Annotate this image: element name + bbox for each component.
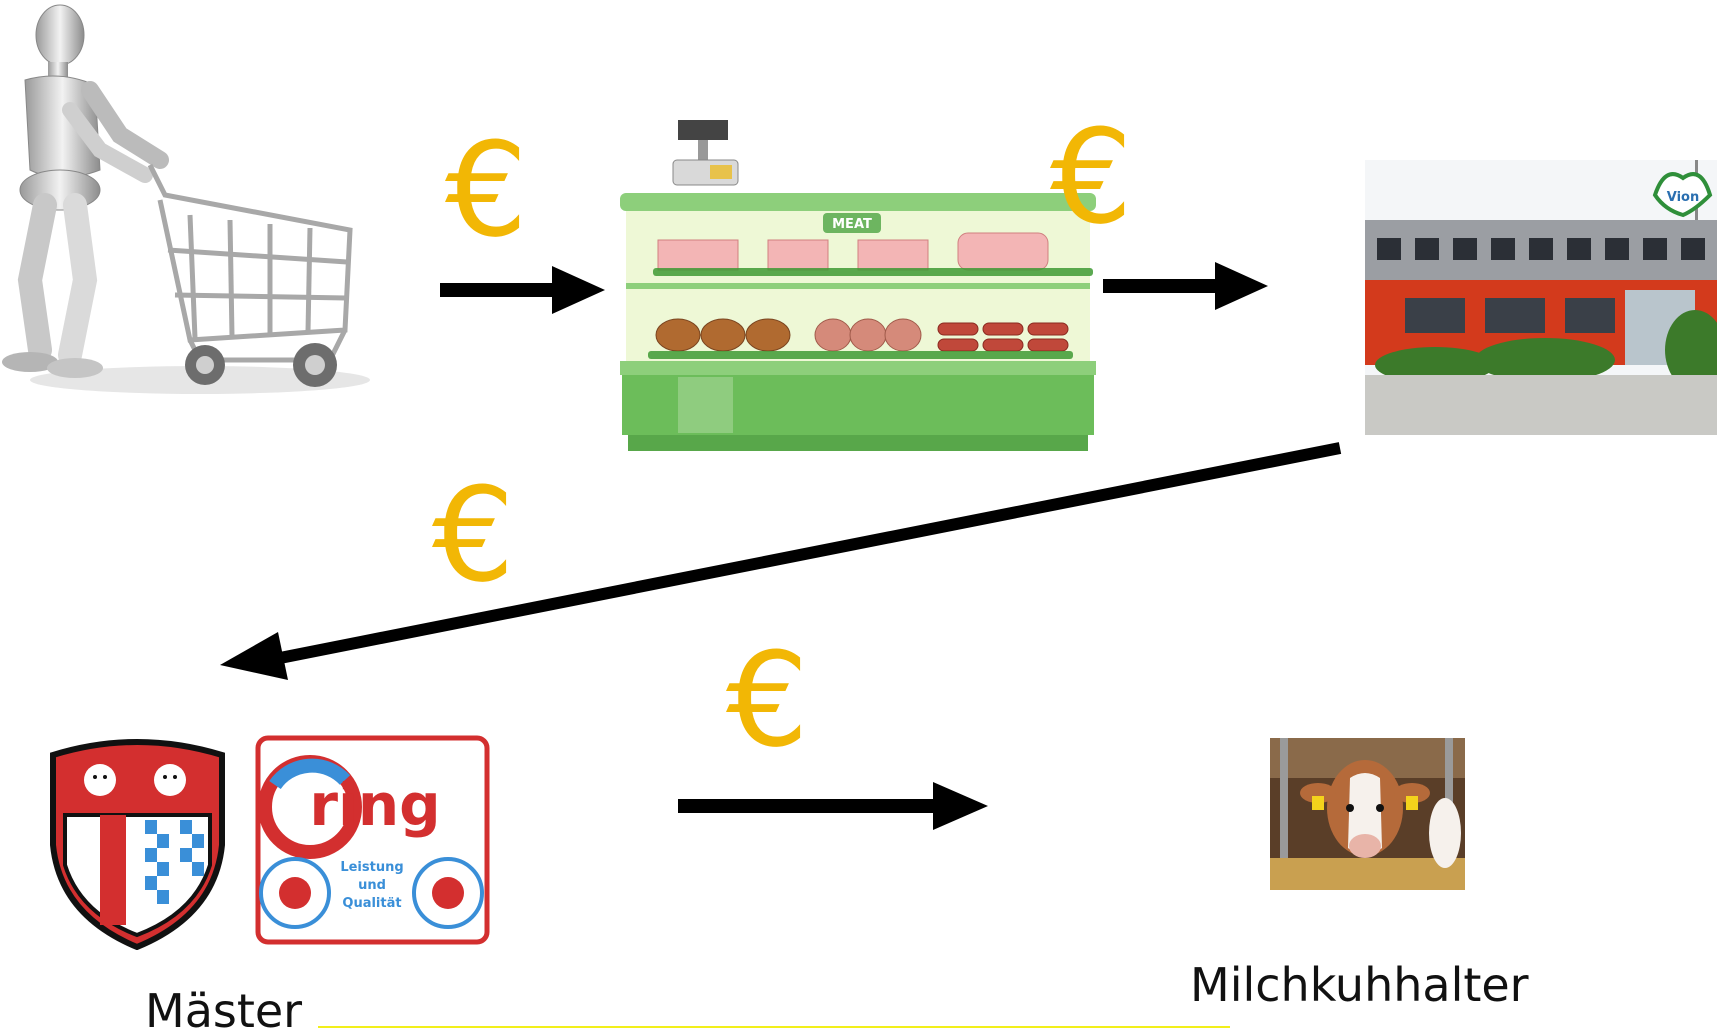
ring-wordmark: ring <box>309 771 440 839</box>
arrow-right-2 <box>1103 258 1268 314</box>
arrow-right-3 <box>678 779 988 835</box>
robot-shopper-icon <box>0 0 380 400</box>
euro-symbol-1: € <box>445 114 528 266</box>
meat-counter-icon: MEAT <box>618 115 1098 455</box>
calf-photo <box>1270 738 1465 890</box>
farmer-crest-icon <box>45 735 230 950</box>
euro-symbol-2: € <box>1050 101 1133 253</box>
ring-logo: ring Leistung und Qualität <box>255 735 490 945</box>
arrow-diagonal-back <box>220 440 1345 680</box>
slaughterhouse-photo: Vion <box>1365 160 1717 435</box>
euro-symbol-3: € <box>432 459 515 611</box>
ring-text-line-2: und <box>358 878 386 893</box>
label-maester: Mäster <box>145 984 303 1028</box>
yellow-underline <box>318 1026 1230 1028</box>
ring-text-line-1: Leistung <box>340 860 403 875</box>
ring-text-line-3: Qualität <box>342 896 401 911</box>
label-milchkuhhalter: Milchkuhhalter <box>1190 958 1529 1012</box>
arrow-right-1 <box>440 262 605 318</box>
vion-brand: Vion <box>1667 190 1699 205</box>
meat-sign: MEAT <box>832 217 872 232</box>
euro-symbol-4: € <box>726 624 809 776</box>
